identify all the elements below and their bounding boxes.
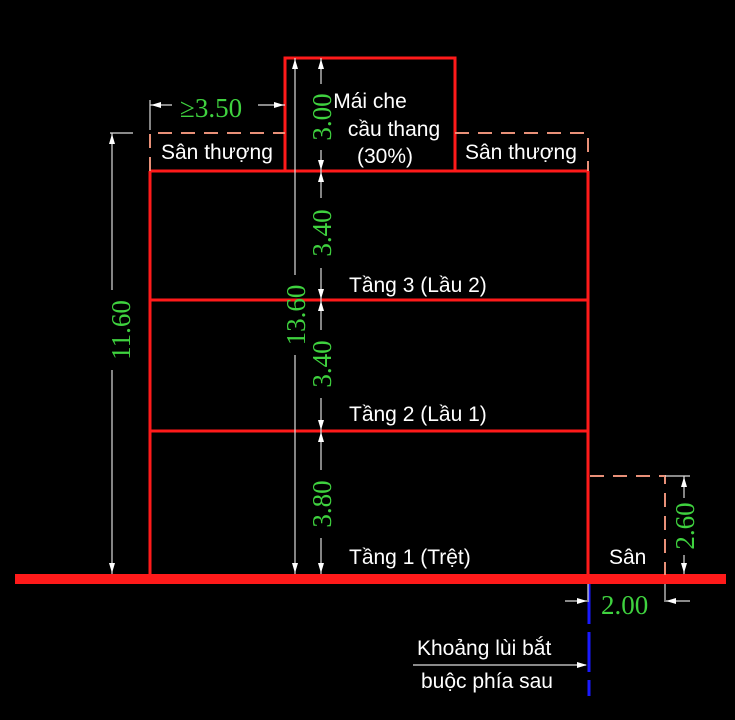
floor-1-label: Tầng 1 (Trệt) xyxy=(349,546,471,569)
dim-text-floor-2: 3.40 xyxy=(307,340,337,387)
terrace-right-label: Sân thượng xyxy=(465,141,577,164)
dim-total-height xyxy=(292,58,298,574)
dim-text-terrace-setback: ≥3.50 xyxy=(180,93,242,123)
dim-rear-setback xyxy=(565,584,690,604)
dim-total-to-roof xyxy=(109,132,133,574)
ground-line xyxy=(15,574,726,584)
dim-text-floor-3: 3.40 xyxy=(307,209,337,256)
dim-text-stair-cover: 3.00 xyxy=(307,93,337,140)
dim-yard-wall xyxy=(665,475,690,574)
dim-text-total-height: 13.60 xyxy=(281,285,311,346)
stair-cover-label-1: Mái che xyxy=(333,90,407,113)
dim-terrace-setback xyxy=(149,100,285,130)
setback-note-2: buộc phía sau xyxy=(421,670,553,693)
dim-text-total-roof: 11.60 xyxy=(106,300,136,360)
terrace-left-label: Sân thượng xyxy=(161,141,273,164)
stair-cover-label-2: cầu thang xyxy=(348,118,440,141)
yard-label: Sân xyxy=(609,546,646,569)
terrace-parapets xyxy=(149,132,589,171)
dim-floor-chain xyxy=(318,58,324,574)
stair-cover-label-3: (30%) xyxy=(357,145,413,168)
building-outline xyxy=(148,56,590,575)
stair-cover-box xyxy=(283,56,457,173)
floor-2-label: Tầng 2 (Lầu 1) xyxy=(349,403,487,426)
dim-text-yard-wall: 2.60 xyxy=(670,502,700,549)
dim-text-floor-1: 3.80 xyxy=(307,480,337,527)
floor-3-label: Tầng 3 (Lầu 2) xyxy=(349,274,487,297)
dim-text-rear-setback: 2.00 xyxy=(601,590,648,620)
setback-note-1: Khoảng lùi bắt xyxy=(417,637,551,660)
